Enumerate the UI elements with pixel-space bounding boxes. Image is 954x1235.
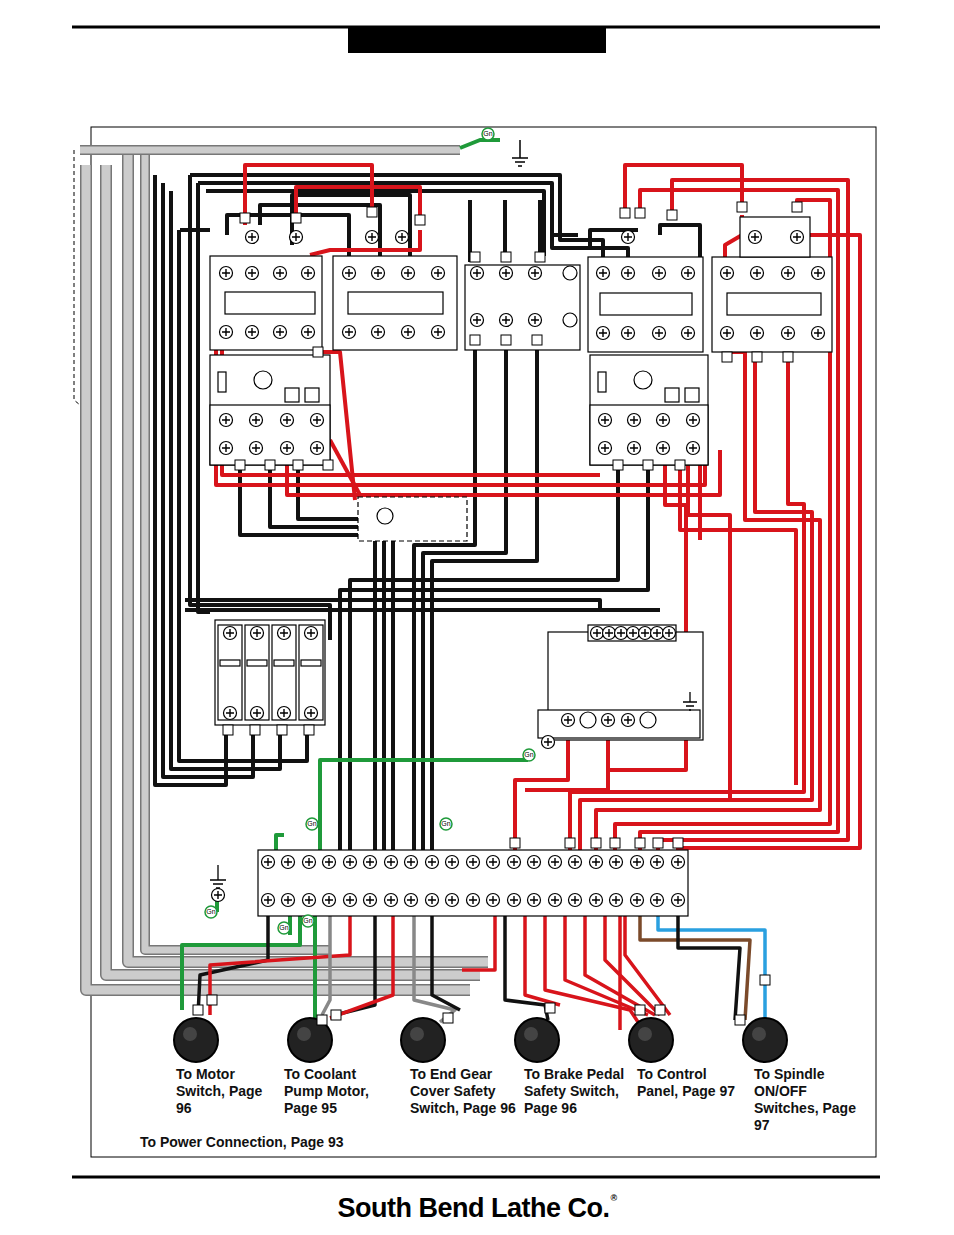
ground-tag: Gn: [483, 130, 492, 138]
destination-note: To Power Connection, Page 93: [140, 1134, 344, 1151]
destination-note: To Spindle ON/OFF Switches, Page 97: [754, 1066, 858, 1134]
ground-tag: Gn: [524, 751, 533, 759]
destination-note: To Brake Pedal Safety Switch, Page 96: [524, 1066, 632, 1117]
destination-note: To Coolant Pump Motor, Page 95: [284, 1066, 394, 1117]
ground-tag: Gn: [441, 820, 450, 828]
brand-name: South Bend Lathe Co.: [337, 1193, 609, 1223]
ground-tag: Gn: [279, 924, 288, 932]
ground-tag: Gn: [303, 917, 312, 925]
destination-note: To Motor Switch, Page 96: [176, 1066, 276, 1117]
brand-logo: South Bend Lathe Co.®: [337, 1192, 616, 1224]
destination-note: To End Gear Cover Safety Switch, Page 96: [410, 1066, 518, 1117]
ground-tag: Gn: [206, 908, 215, 916]
destination-note: To Control Panel, Page 97: [637, 1066, 741, 1100]
registered-mark: ®: [610, 1193, 616, 1203]
ground-tag: Gn: [307, 820, 316, 828]
